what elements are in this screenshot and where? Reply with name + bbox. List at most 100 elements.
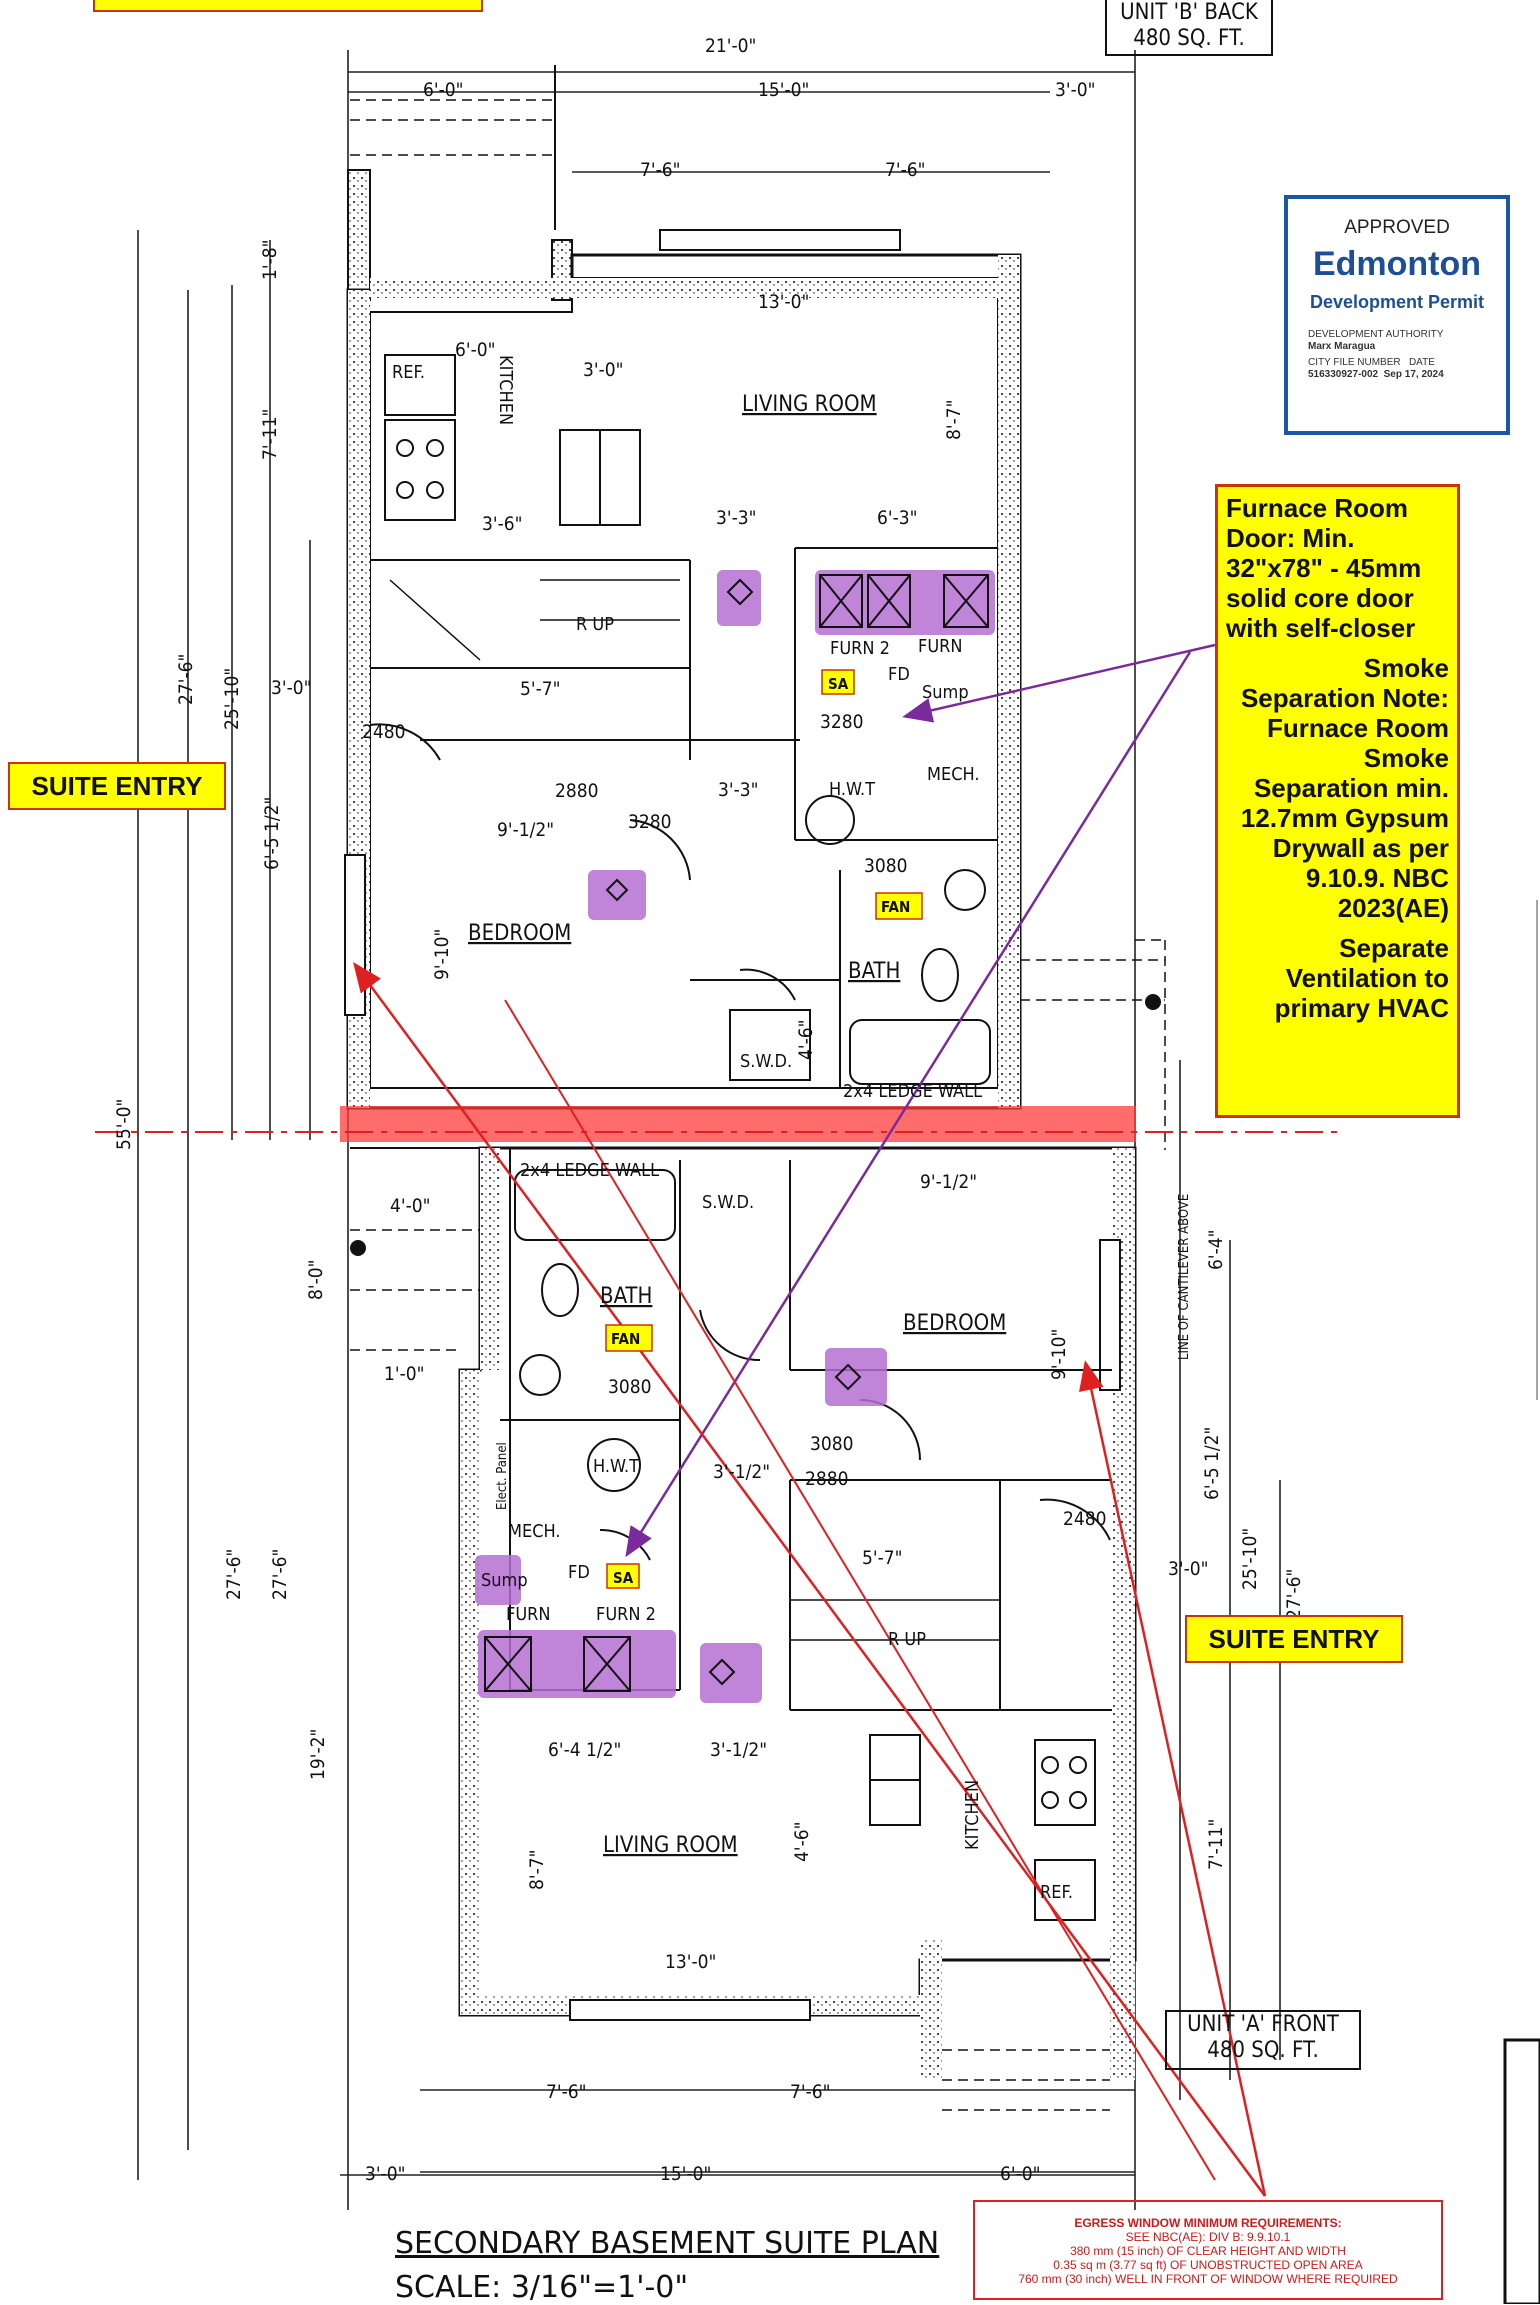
furn2-label-a: FURN 2 <box>596 1604 656 1625</box>
egress-window-requirements: EGRESS WINDOW MINIMUM REQUIREMENTS: SEE … <box>973 2200 1443 2300</box>
dim-27-6-left-a: 27'-6" <box>223 1549 245 1600</box>
furn-label-b: FURN <box>918 636 963 657</box>
dim-25-10-right: 25'-10" <box>1239 1528 1261 1590</box>
fd-label-a: FD <box>568 1562 590 1583</box>
sa-tag-a: SA <box>613 1569 634 1587</box>
bedroom-label-a: BEDROOM <box>903 1311 1006 1336</box>
dim-3-0-kitchen: 3'-0" <box>583 359 623 381</box>
sump-label-a: Sump <box>481 1570 528 1591</box>
unit-b-tag: UNIT 'B' BACK 480 SQ. FT. <box>1105 0 1273 56</box>
kitchen-label-b: KITCHEN <box>495 355 516 425</box>
unit-b-line1: UNIT 'B' BACK <box>1120 0 1258 25</box>
door-2880-b: 2880 <box>555 780 599 802</box>
plan-title: SECONDARY BASEMENT SUITE PLAN <box>395 2226 939 2261</box>
dim-7-6-bottom-right: 7'-6" <box>790 2081 830 2103</box>
fan-tag-a: FAN <box>611 1330 640 1348</box>
permit-approved: APPROVED <box>1344 217 1450 238</box>
survey-dot-lower <box>350 1240 366 1256</box>
egress-line2: SEE NBC(AE): DIV B: 9.9.10.1 <box>1125 2230 1291 2244</box>
dim-3-half-living: 3'-1/2" <box>710 1739 767 1761</box>
hwt-label-b: H.W.T <box>829 779 875 800</box>
dim-27-6-left-b: 27'-6" <box>175 654 197 705</box>
dim-1-0: 1'-0" <box>384 1363 424 1385</box>
furnace-room-notes: Furnace Room Door: Min. 32"x78" - 45mm s… <box>1215 484 1460 1118</box>
top-note-strip <box>93 0 483 12</box>
dim-3-0-top: 3'-0" <box>1055 79 1095 101</box>
suite-entry-left-tag: SUITE ENTRY <box>8 762 226 810</box>
egress-line3: 380 mm (15 inch) OF CLEAR HEIGHT AND WID… <box>1070 2244 1346 2258</box>
door-2480-b: 2480 <box>362 721 406 743</box>
egress-line1: EGRESS WINDOW MINIMUM REQUIREMENTS: <box>1074 2216 1342 2230</box>
door-2880-a: 2880 <box>805 1468 849 1490</box>
bedroom-label-b: BEDROOM <box>468 921 571 946</box>
furn-label-a: FURN <box>506 1604 551 1625</box>
door-3280-mech-b: 3280 <box>820 711 864 733</box>
electrical-panel-label: Elect. Panel <box>495 1442 510 1510</box>
dim-8-7-a: 8'-7" <box>526 1850 548 1890</box>
annotation-arrows <box>353 643 1267 2197</box>
dim-15-0-top: 15'-0" <box>758 79 809 101</box>
dimension-labels: 21'-0" 15'-0" 3'-0" 6'-0" 7'-6" 7'-6" 13… <box>113 35 1305 2185</box>
dim-1-8-b: 1'-8" <box>259 240 281 280</box>
door-2480-a: 2480 <box>1063 1508 1107 1530</box>
dim-3-0-bottom: 3'-0" <box>365 2163 405 2185</box>
dim-7-6-bottom-left: 7'-6" <box>546 2081 586 2103</box>
mech-label-b: MECH. <box>927 764 980 785</box>
unit-a-line2: 480 SQ. FT. <box>1207 2038 1319 2063</box>
door-3080-bed-a: 3080 <box>810 1433 854 1455</box>
note-smoke-separation: Smoke Separation Note: Furnace Room Smok… <box>1240 653 1449 923</box>
permit-date-label: DATE <box>1408 357 1435 368</box>
permit-authority-name: Marx Maragua <box>1308 341 1376 352</box>
ledge-label-a: 2x4 LEDGE WALL <box>520 1160 659 1181</box>
door-3080-b: 3080 <box>864 855 908 877</box>
survey-dot-upper <box>1145 994 1161 1010</box>
dim-4-0: 4'-0" <box>390 1195 430 1217</box>
permit-details: DEVELOPMENT AUTHORITY Marx Maragua CITY … <box>1308 329 1506 381</box>
dim-3-3-mid: 3'-3" <box>718 779 758 801</box>
swd-label-b: S.W.D. <box>740 1051 792 1072</box>
furnace-symbols <box>484 574 989 1692</box>
development-permit-stamp: APPROVED Edmonton Development Permit DEV… <box>1284 195 1510 435</box>
dim-3-0-entry-a: 3'-0" <box>1168 1558 1208 1580</box>
permit-date: Sep 17, 2024 <box>1383 369 1444 380</box>
permit-file-number: 516330927-002 <box>1308 369 1379 380</box>
dim-6-4: 6'-4" <box>1205 1230 1227 1270</box>
mech-label-a: MECH. <box>508 1521 561 1542</box>
living-room-label-b: LIVING ROOM <box>742 392 877 417</box>
dim-6-4-half: 6'-4 1/2" <box>548 1739 621 1761</box>
dim-6-5-half-a: 6'-5 1/2" <box>1201 1427 1223 1500</box>
bath-label-b: BATH <box>848 959 900 984</box>
note-furnace-door: Furnace Room Door: Min. 32"x78" - 45mm s… <box>1226 493 1422 643</box>
dim-6-3: 6'-3" <box>877 507 917 529</box>
living-room-label-a: LIVING ROOM <box>603 1833 738 1858</box>
dim-27-6-left-a2: 27'-6" <box>269 1549 291 1600</box>
dim-7-11-a: 7'-11" <box>1205 1819 1227 1870</box>
unit-a-line1: UNIT 'A' FRONT <box>1187 2012 1339 2037</box>
door-3080-a: 3080 <box>608 1376 652 1398</box>
note-ventilation: Separate Ventilation to primary HVAC <box>1274 933 1449 1023</box>
dim-4-6-a: 4'-6" <box>791 1822 813 1862</box>
swd-label-a: S.W.D. <box>702 1192 754 1213</box>
dim-8-0: 8'-0" <box>305 1260 327 1300</box>
dim-7-11-b: 7'-11" <box>259 409 281 460</box>
dim-6-0-kitchen: 6'-0" <box>455 339 495 361</box>
sa-tag-b: SA <box>828 675 849 693</box>
dim-5-7-b: 5'-7" <box>520 678 560 700</box>
bath-label-a: BATH <box>600 1284 652 1309</box>
fan-tag-b: FAN <box>881 898 910 916</box>
ledge-label-b: 2x4 LEDGE WALL <box>843 1081 982 1102</box>
smoke-separation-line <box>340 1106 1136 1142</box>
unit-a-walls <box>350 65 1166 2111</box>
dim-5-7-a: 5'-7" <box>862 1547 902 1569</box>
door-3280-b: 3280 <box>628 811 672 833</box>
dim-4-6-b: 4'-6" <box>795 1020 817 1060</box>
dim-6-5-half-b: 6'-5 1/2" <box>261 797 283 870</box>
dim-9-half-b: 9'-1/2" <box>497 819 554 841</box>
device-tags: SA FAN FAN SA <box>605 669 923 1589</box>
border-frame-right <box>1503 2038 1540 2304</box>
dim-9-10-b: 9'-10" <box>431 929 453 980</box>
ref-label-a: REF. <box>1040 1882 1073 1903</box>
dim-7-6-top-right: 7'-6" <box>885 159 925 181</box>
dim-13-0-bottom: 13'-0" <box>665 1951 716 1973</box>
kitchen-label-a: KITCHEN <box>962 1780 983 1850</box>
